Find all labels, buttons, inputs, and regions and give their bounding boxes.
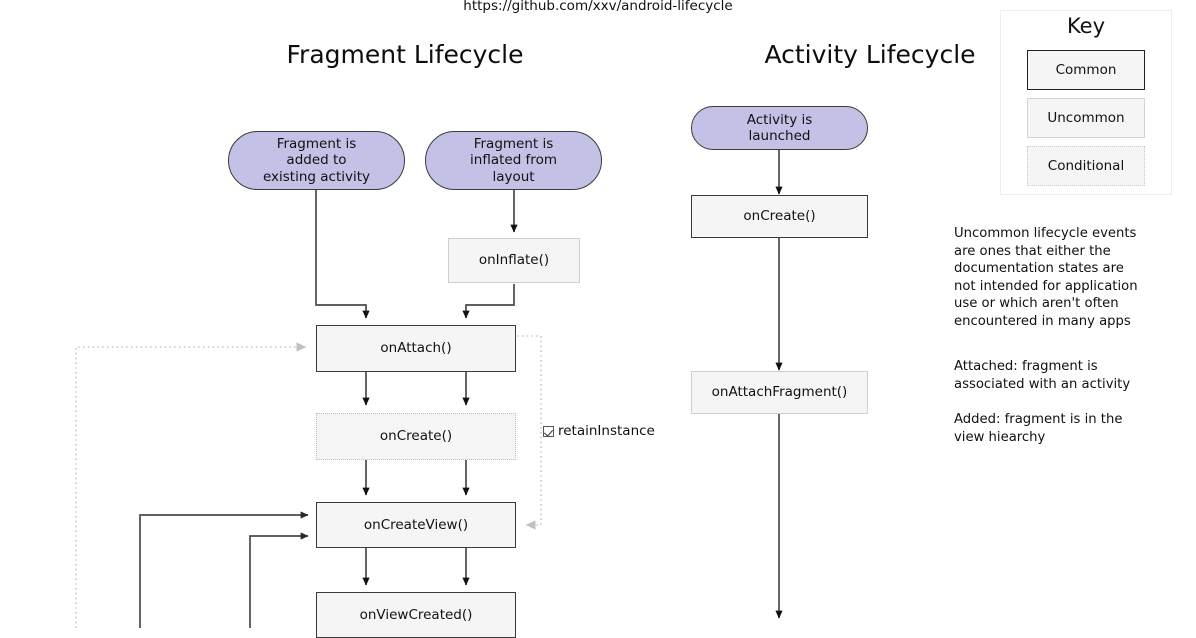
node-fragment-inflated[interactable]: Fragment is inflated from layout bbox=[425, 131, 602, 190]
node-line: Fragment is bbox=[276, 135, 357, 152]
node-line: added to bbox=[286, 152, 347, 169]
key-title: Key bbox=[1066, 14, 1106, 38]
node-activity-on-create[interactable]: onCreate() bbox=[691, 195, 868, 238]
note-uncommon: Uncommon lifecycle events are ones that … bbox=[954, 226, 1138, 329]
node-fragment-added[interactable]: Fragment is added to existing activity bbox=[228, 131, 405, 190]
note-attached: Attached: fragment is associated with an… bbox=[954, 359, 1131, 392]
node-line: Activity is bbox=[746, 111, 813, 128]
retain-instance-text: retainInstance bbox=[558, 423, 655, 439]
note-added: Added: fragment is in the view hiearchy bbox=[954, 412, 1123, 445]
node-on-attach[interactable]: onAttach() bbox=[316, 325, 516, 372]
node-line: inflated from bbox=[470, 152, 557, 169]
key-item-conditional: Conditional bbox=[1027, 146, 1145, 186]
checkbox-checked-icon[interactable] bbox=[543, 425, 554, 437]
source-url: https://github.com/xxv/android-lifecycle bbox=[463, 0, 733, 14]
node-on-create-view[interactable]: onCreateView() bbox=[316, 502, 516, 548]
node-on-inflate[interactable]: onInflate() bbox=[448, 238, 580, 283]
node-line: layout bbox=[492, 168, 535, 185]
fragment-lifecycle-title: Fragment Lifecycle bbox=[286, 40, 524, 69]
node-on-attach-fragment[interactable]: onAttachFragment() bbox=[691, 371, 868, 414]
activity-lifecycle-title: Activity Lifecycle bbox=[764, 40, 976, 69]
node-fragment-on-create[interactable]: onCreate() bbox=[316, 413, 516, 460]
key-item-common: Common bbox=[1027, 50, 1145, 90]
retain-instance-label: retainInstance bbox=[543, 423, 655, 439]
node-line: existing activity bbox=[262, 168, 371, 185]
node-on-view-created[interactable]: onViewCreated() bbox=[316, 592, 516, 638]
node-line: Fragment is bbox=[473, 135, 554, 152]
node-line: launched bbox=[748, 128, 811, 144]
node-activity-launched[interactable]: Activity is launched bbox=[691, 106, 868, 150]
key-item-uncommon: Uncommon bbox=[1027, 98, 1145, 138]
